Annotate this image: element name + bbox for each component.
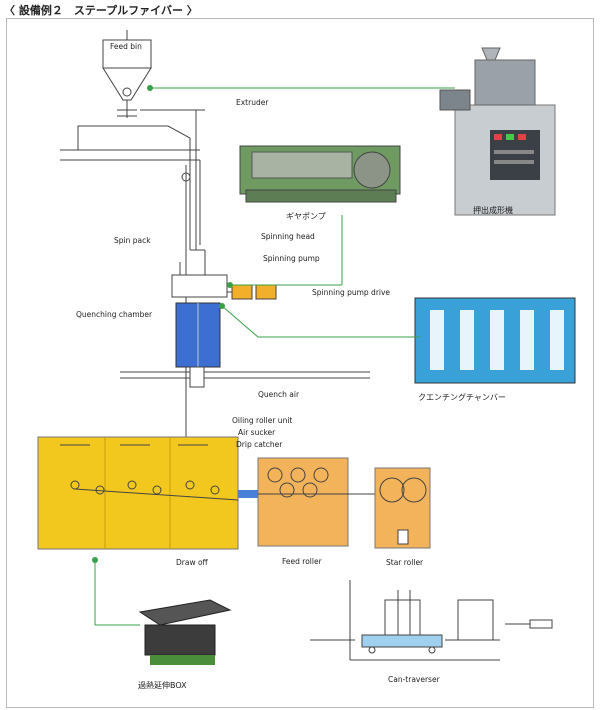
- drip-catcher-label: Drip catcher: [236, 440, 283, 449]
- spinning-head-label: Spinning head: [261, 232, 315, 241]
- extruder: [60, 109, 205, 420]
- quench-chamber-image: [414, 297, 576, 384]
- page-title: 〈 設備例２ ステープルファイバー 〉: [4, 4, 198, 17]
- diagram-frame: [6, 18, 594, 708]
- oiling-roller-unit-label: Oiling roller unit: [232, 416, 293, 425]
- feed-bin-label: Feed bin: [110, 42, 142, 51]
- gear-pump-label: ギヤポンプ: [286, 212, 326, 221]
- spin-pack-label: Spin pack: [114, 236, 151, 245]
- spinning-pump: [227, 284, 277, 300]
- draw-off-unit: [37, 436, 258, 550]
- spinning-pump-drive-label: Spinning pump drive: [312, 288, 391, 297]
- callout-lines: [94, 87, 455, 626]
- feed-roller-label: Feed roller: [282, 557, 322, 566]
- gear-pump-image: [239, 145, 401, 203]
- quench-chamber-jp-label: クエンチングチャンバー: [418, 393, 506, 402]
- extrusion-machine-label: 押出成形機: [473, 206, 513, 215]
- extruder-machine-image: [439, 47, 556, 216]
- quenching-chamber-label: Quenching chamber: [76, 310, 153, 319]
- spinning-pump-label: Spinning pump: [263, 254, 320, 263]
- quenching-chamber: [120, 302, 370, 465]
- feed-bin: [102, 30, 152, 118]
- feed-roller-unit: [257, 457, 375, 547]
- superheat-box-label: 過熱延伸BOX: [138, 681, 187, 690]
- callout-dots: [92, 85, 233, 563]
- can-traverser-label: Can-traverser: [388, 675, 440, 684]
- air-sucker-label: Air sucker: [238, 428, 276, 437]
- draw-off-label: Draw off: [176, 558, 208, 567]
- extruder-label: Extruder: [236, 98, 269, 107]
- quench-air-label: Quench air: [258, 390, 300, 399]
- star-roller-label: Star roller: [386, 558, 424, 567]
- star-roller-unit: [374, 467, 431, 549]
- superheat-box-image: [138, 599, 232, 665]
- spin-pack: [171, 249, 228, 298]
- can-traverser: [310, 580, 553, 661]
